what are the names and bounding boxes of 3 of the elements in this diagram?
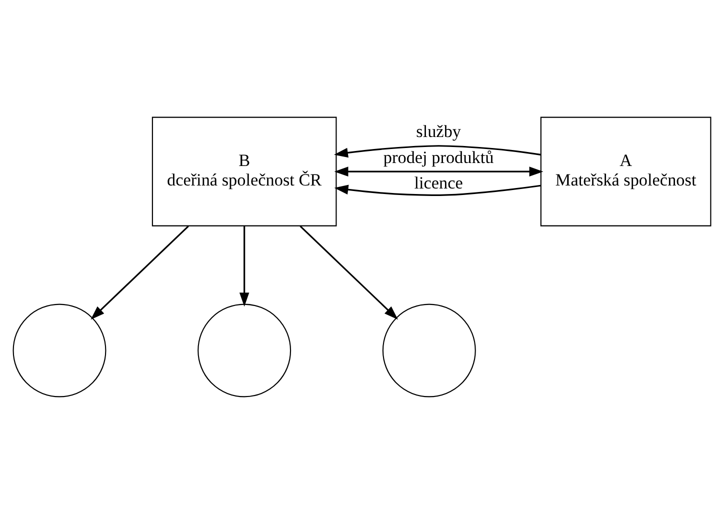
- edge-label: licence: [414, 173, 463, 192]
- edge-label: prodej produktů: [383, 147, 494, 166]
- edge-label: služby: [416, 121, 462, 140]
